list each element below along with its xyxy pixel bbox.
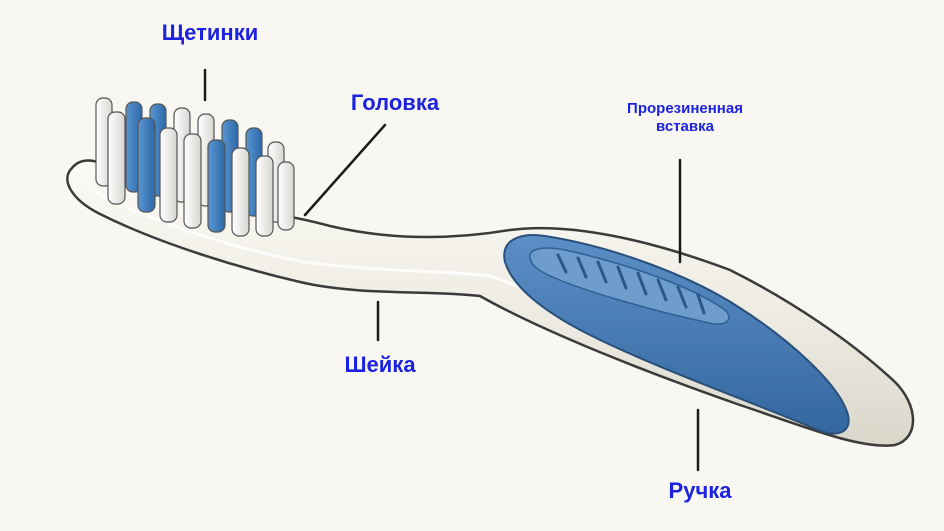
label-rubber-insert: Прорезиненная вставка xyxy=(600,100,770,136)
label-bristles: Щетинки xyxy=(161,20,259,45)
grip-panel xyxy=(529,247,730,325)
label-head: Головка xyxy=(350,90,440,115)
leader-head xyxy=(303,123,387,217)
leader-lines xyxy=(203,68,700,472)
label-rubber-insert-line2: вставка xyxy=(656,118,714,135)
bristles xyxy=(95,97,295,237)
grip-ridges xyxy=(556,253,706,315)
label-handle: Ручка xyxy=(668,478,732,503)
label-rubber-insert-line1: Прорезиненная xyxy=(627,100,743,117)
label-neck: Шейка xyxy=(344,352,416,377)
